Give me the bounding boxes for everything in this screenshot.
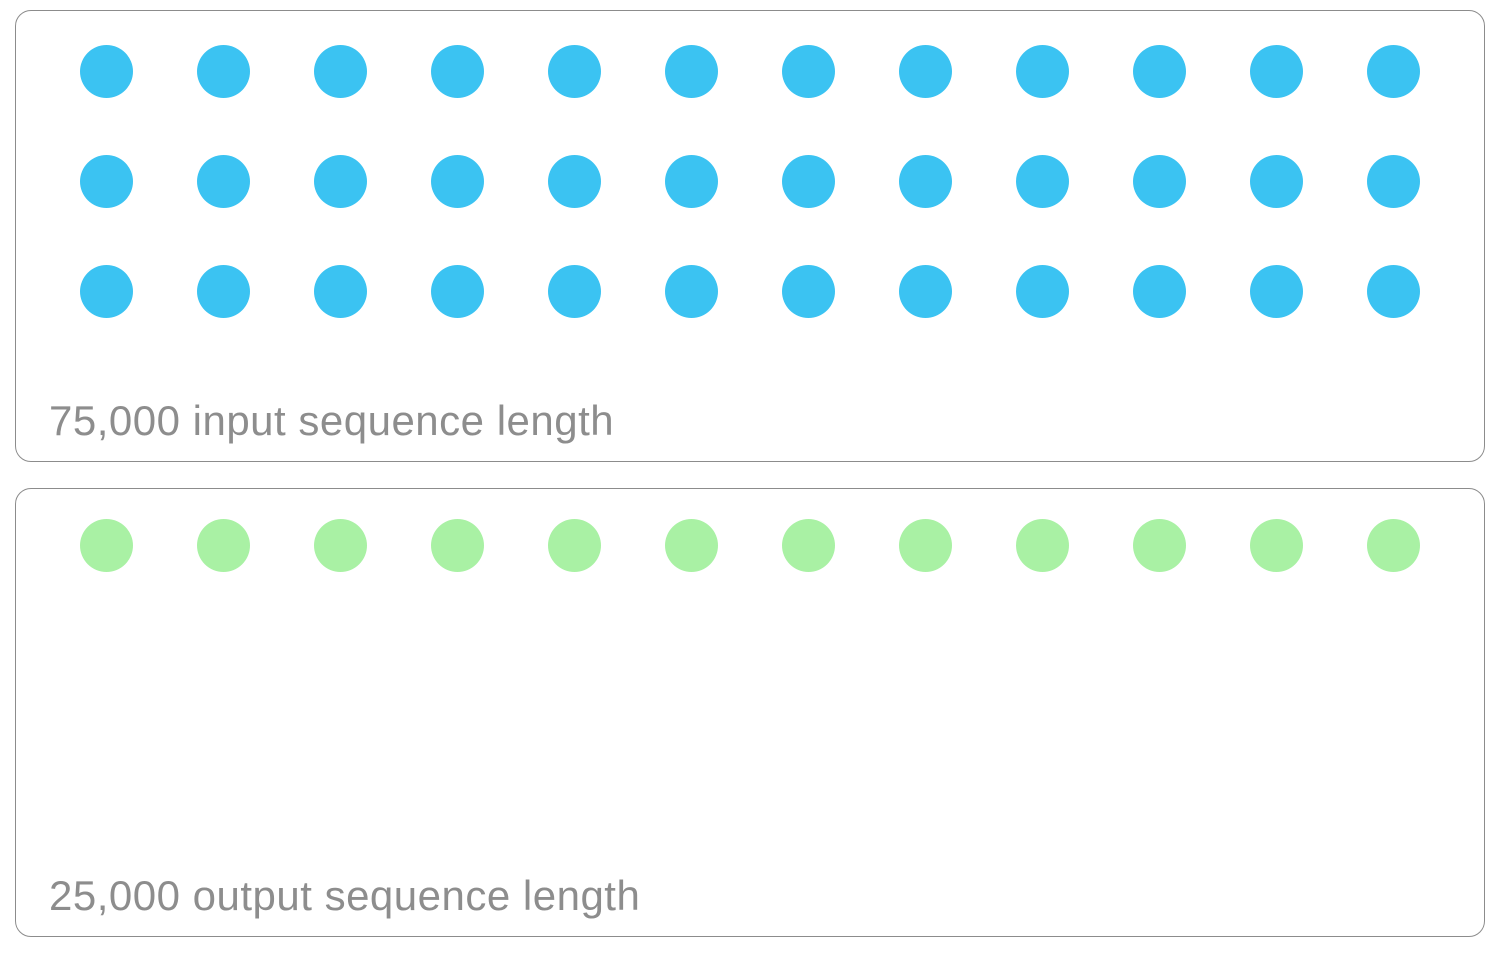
input-token-dot — [1367, 265, 1420, 318]
output-token-dot — [314, 519, 367, 572]
input-token-dot — [1133, 265, 1186, 318]
input-token-dot — [80, 155, 133, 208]
input-dot-row — [80, 265, 1420, 318]
output-token-dot — [1133, 519, 1186, 572]
output-token-dot — [1250, 519, 1303, 572]
input-token-dot — [548, 45, 601, 98]
input-token-dot — [665, 45, 718, 98]
input-token-dot — [1016, 155, 1069, 208]
input-token-dot — [314, 265, 367, 318]
input-token-dot — [899, 155, 952, 208]
output-token-dot — [1367, 519, 1420, 572]
input-dot-row — [80, 155, 1420, 208]
input-token-dot-grid — [80, 45, 1420, 318]
input-token-dot — [80, 265, 133, 318]
output-sequence-panel: 25,000 output sequence length — [15, 488, 1485, 937]
input-token-dot — [80, 45, 133, 98]
input-token-dot — [314, 155, 367, 208]
output-token-dot-grid — [80, 519, 1420, 572]
output-token-dot — [548, 519, 601, 572]
input-sequence-label: 75,000 input sequence length — [49, 396, 615, 444]
input-token-dot — [197, 265, 250, 318]
output-token-dot — [80, 519, 133, 572]
output-token-dot — [1016, 519, 1069, 572]
input-token-dot — [1367, 155, 1420, 208]
input-dot-row — [80, 45, 1420, 98]
input-token-dot — [1367, 45, 1420, 98]
input-token-dot — [1250, 155, 1303, 208]
input-token-dot — [197, 155, 250, 208]
input-token-dot — [431, 265, 484, 318]
output-token-dot — [782, 519, 835, 572]
input-token-dot — [1016, 45, 1069, 98]
input-token-dot — [899, 45, 952, 98]
input-sequence-panel: 75,000 input sequence length — [15, 10, 1485, 462]
output-token-dot — [431, 519, 484, 572]
input-token-dot — [548, 155, 601, 208]
input-token-dot — [665, 155, 718, 208]
output-sequence-label: 25,000 output sequence length — [49, 871, 641, 919]
input-token-dot — [314, 45, 367, 98]
input-token-dot — [1250, 45, 1303, 98]
output-dot-row — [80, 519, 1420, 572]
input-token-dot — [782, 45, 835, 98]
input-token-dot — [899, 265, 952, 318]
input-token-dot — [1133, 45, 1186, 98]
input-token-dot — [431, 45, 484, 98]
input-token-dot — [665, 265, 718, 318]
input-token-dot — [431, 155, 484, 208]
input-token-dot — [197, 45, 250, 98]
input-token-dot — [1016, 265, 1069, 318]
output-token-dot — [197, 519, 250, 572]
output-token-dot — [665, 519, 718, 572]
output-token-dot — [899, 519, 952, 572]
input-token-dot — [782, 155, 835, 208]
input-token-dot — [782, 265, 835, 318]
input-token-dot — [1133, 155, 1186, 208]
input-token-dot — [1250, 265, 1303, 318]
input-token-dot — [548, 265, 601, 318]
